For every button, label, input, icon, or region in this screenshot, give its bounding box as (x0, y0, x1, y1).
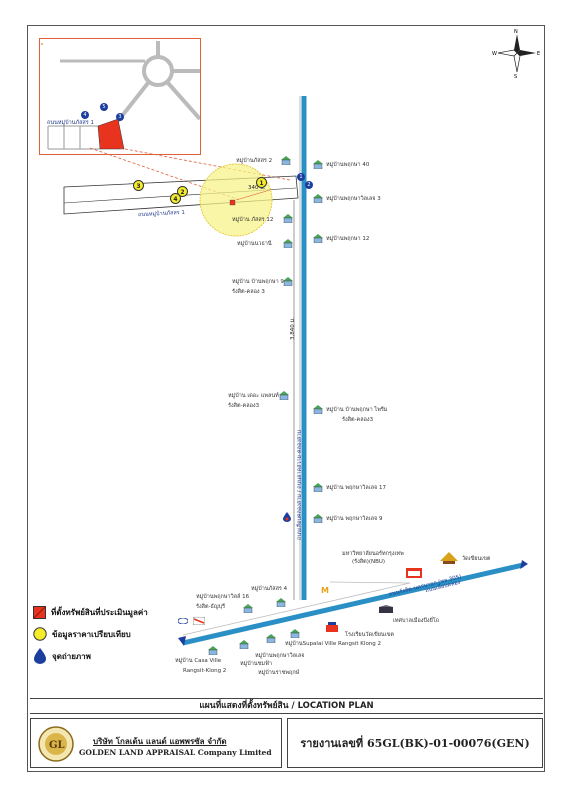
village-label: หมู่บ้านพฤกษา 40 (326, 162, 370, 168)
village-label: (รังสิต)(NBU) (352, 559, 386, 565)
house-icon (283, 239, 293, 248)
vertical-road-label: ถนนเลียบคลองสาม / ถนนลาดสวาย-คลองสาม (297, 429, 303, 540)
village-label: Rangsit-Klong 2 (183, 668, 227, 674)
village-label: รังสิต-คลอง3 (342, 417, 374, 423)
company-box: GL บริษัท โกลเด้น แลนด์ แอพพรซัล จำกัด G… (30, 718, 282, 768)
school-icon (326, 622, 338, 632)
village-label: หมู่บ้านนวธานี (237, 241, 272, 247)
house-icon (313, 514, 323, 523)
mcdonalds-icon: M (321, 586, 329, 594)
village-label: หมู่บ้าน พฤกษาวิลเลจ 9 (326, 516, 383, 522)
house-icon (276, 598, 286, 607)
village-label: โรงเรียนวัดเขียนเขต (345, 632, 394, 638)
plan-title: แผนที่แสดงที่ตั้งทรัพย์สิน / LOCATION PL… (30, 698, 543, 714)
village-label: รังสิต-ธัญบุรี (196, 604, 226, 610)
village-label: หมู่บ้านราชพฤกษ์ (258, 670, 300, 676)
inset-map: ถนนหมู่บ้านภัสสร 1 4 5 3 (39, 38, 202, 155)
house-icon (313, 194, 323, 203)
company-name-en: GOLDEN LAND APPRAISAL Company Limited (79, 748, 272, 757)
legend-comparison: ข้อมูลราคาเปรียบเทียบ (33, 627, 131, 641)
inset-marker-5: 5 (100, 103, 108, 111)
legend-subject: ที่ตั้งทรัพย์สินที่ประเมินมูลค่า (33, 606, 148, 619)
comparison-marker-3: 3 (133, 180, 144, 191)
comparison-marker-4: 4 (170, 193, 181, 204)
house-icon (283, 214, 293, 223)
village-label: หมู่บ้านพฤกษาวิลล์ 16 (196, 594, 250, 600)
village-label: มหาวิทยาลัยนอร์ทกรุงเทพ (342, 551, 404, 557)
distance-340: 340 ม. (248, 185, 266, 191)
company-name-th: บริษัท โกลเด้น แลนด์ แอพพรซัล จำกัด (93, 737, 227, 746)
village-label: หมู่บ้าน Casa Ville (175, 658, 222, 664)
village-label: หมู่บ้าน เดอะ แพลนท์ (228, 393, 279, 399)
legend-subject-text: ที่ตั้งทรัพย์สินที่ประเมินมูลค่า (51, 608, 148, 617)
house-icon (243, 604, 253, 613)
house-icon (266, 634, 276, 643)
photo-point-icon (34, 648, 46, 664)
comparison-circle-icon (33, 627, 47, 641)
house-icon (281, 156, 291, 165)
village-label: รังสิต-คลอง3 (228, 403, 260, 409)
village-label: รังสิต-คลอง 3 (232, 289, 265, 295)
village-label: หมู่บ้านภัสสร 2 (236, 158, 273, 164)
svg-text:M: M (321, 586, 329, 594)
compass-w: W (492, 51, 497, 57)
svg-text:GL: GL (49, 740, 65, 751)
house-icon (313, 483, 323, 492)
compass-n: N (514, 29, 518, 35)
village-label: หมู่บ้าน บ้านพฤกษา 9 (232, 279, 284, 285)
company-logo: GL (38, 726, 74, 762)
comparison-marker-1: 1 (256, 177, 267, 188)
temple-icon (440, 552, 458, 564)
inset-road-label: ถนนหมู่บ้านภัสสร 1 (47, 120, 94, 126)
village-label: หมู่บ้านภัสสร 4 (251, 586, 288, 592)
compass-icon: N S E W (492, 28, 542, 80)
house-icon (313, 160, 323, 169)
inset-marker-3: 3 (116, 113, 124, 121)
village-label: หมู่บ้าน บ้านพฤกษา ไพรีม (326, 407, 388, 413)
village-label: หมู่บ้านชมฟ้า (240, 661, 272, 667)
legend-comparison-text: ข้อมูลราคาเปรียบเทียบ (52, 629, 131, 639)
report-box: รายงานเลขที่ 65GL(BK)-01-00076(GEN) (287, 718, 543, 768)
village-label: หมู่บ้าน พฤกษาวิลเลจ 17 (326, 485, 387, 491)
house-icon (290, 629, 300, 638)
report-number: รายงานเลขที่ 65GL(BK)-01-00076(GEN) (300, 737, 530, 750)
gas-station-icon (283, 512, 291, 522)
legend-photo: จุดถ่ายภาพ (33, 648, 91, 664)
distance-3840: 3,840 ม. (290, 317, 296, 340)
village-label: เทศบาลเมืองบึงยี่โถ (393, 618, 440, 624)
map-canvas (63, 96, 528, 646)
village-label: หมู่บ้านพฤกษา 12 (326, 236, 370, 242)
village-label: หมู่บ้านพฤกษาวิลเลจ (255, 653, 305, 659)
camera-marker-2: 2 (305, 181, 313, 189)
road-sign-icon (193, 617, 205, 625)
house-icon (279, 391, 289, 400)
village-label: วัดเขียนเขต (462, 556, 491, 562)
route-badge-icon (178, 618, 188, 624)
map-frame (27, 25, 545, 772)
house-icon (239, 640, 249, 649)
compass-e: E (537, 51, 540, 57)
comparison-marker-2: 2 (177, 186, 188, 197)
house-icon (313, 405, 323, 414)
village-label: หมู่บ้านSupalai Ville Rangsit Klong 2 (285, 641, 382, 647)
inset-marker-4: 4 (81, 111, 89, 119)
university-icon (406, 568, 422, 578)
camera-marker-1: 1 (297, 173, 305, 181)
house-icon (208, 646, 218, 655)
house-icon (313, 234, 323, 243)
legend-photo-text: จุดถ่ายภาพ (52, 651, 91, 661)
village-label: หมู่บ้านพฤกษาวิลเลจ 3 (326, 196, 381, 202)
house-icon (283, 277, 293, 286)
subject-property-icon (33, 606, 46, 619)
village-label: หมู่บ้าน ภัสสร 12 (232, 217, 274, 223)
compass-s: S (514, 74, 517, 78)
municipality-icon (379, 605, 393, 613)
